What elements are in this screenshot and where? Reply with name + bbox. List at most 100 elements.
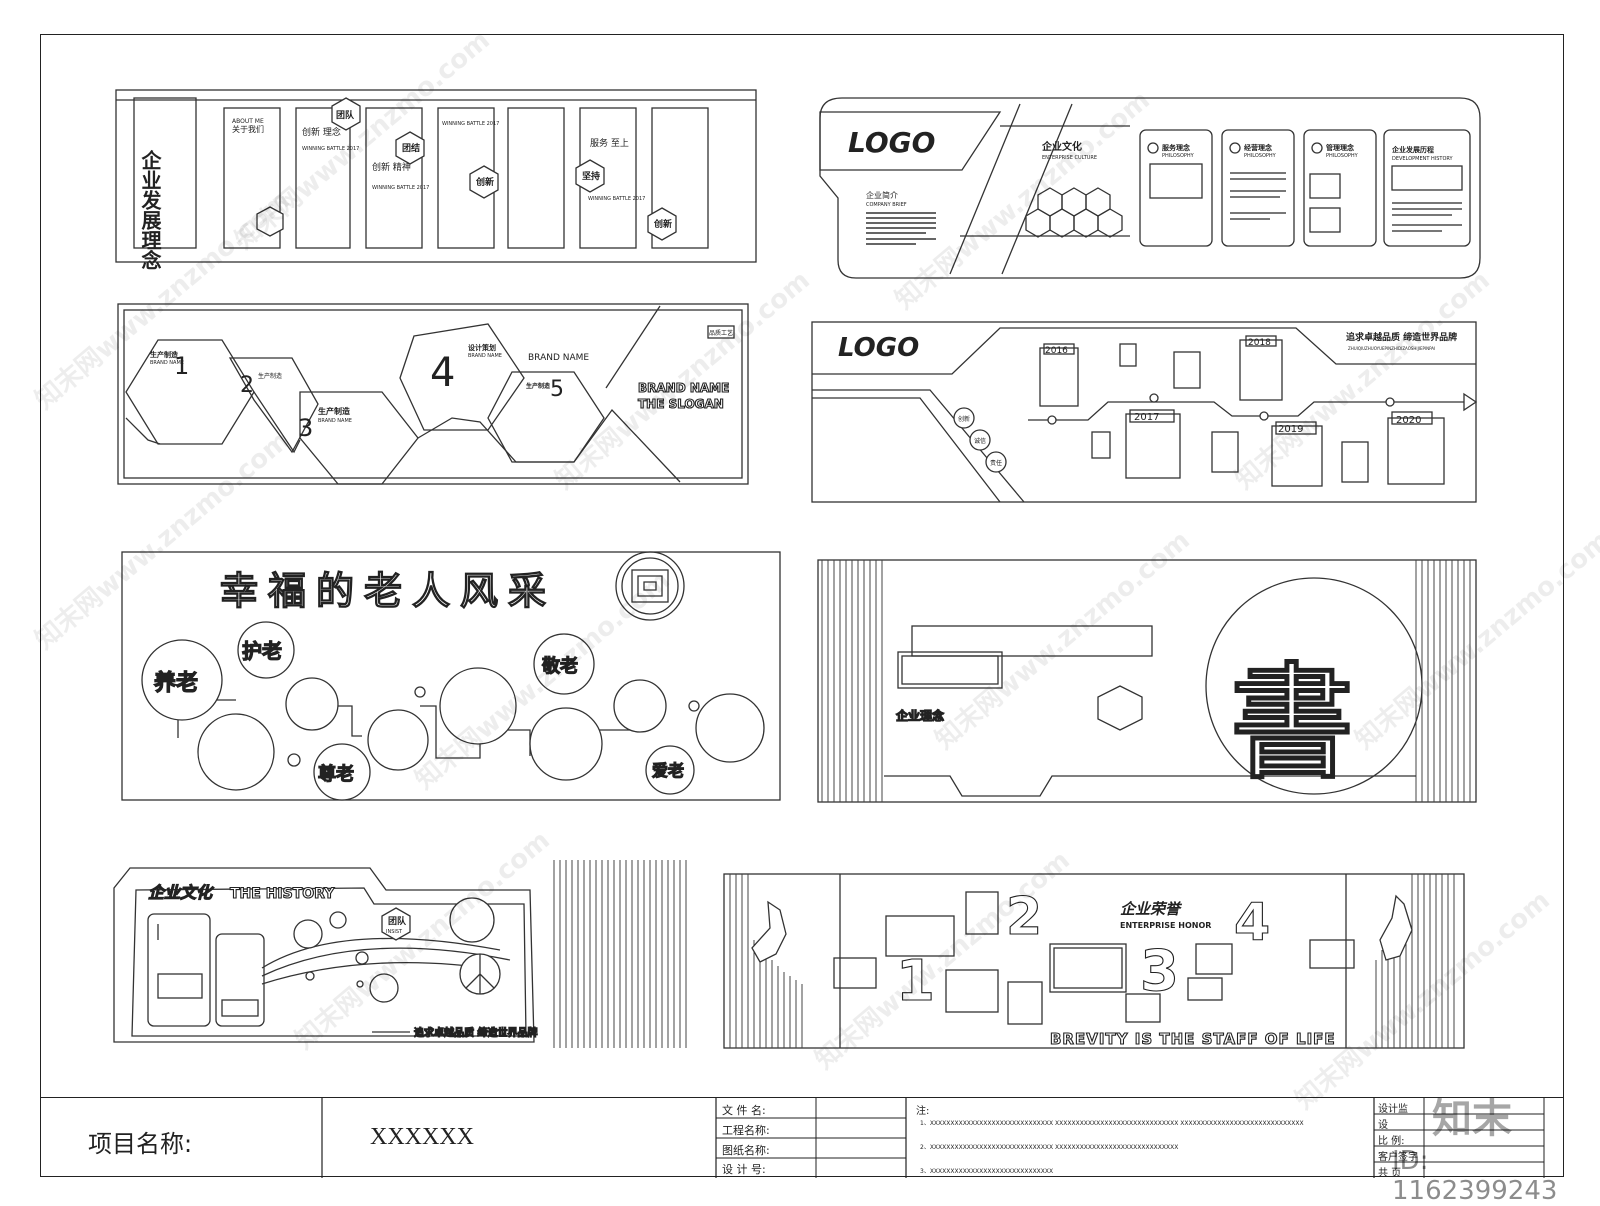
right-striped-column [1415, 560, 1471, 802]
p8-n2: 2 [1006, 887, 1042, 947]
climber-right-icon [1379, 894, 1413, 961]
p6-big-char: 書 [1230, 652, 1354, 796]
p8-title: 企业荣誉 [1120, 900, 1183, 918]
row-scale: 比 例: [1378, 1136, 1405, 1147]
p4-v1: 创新 [958, 415, 970, 423]
p4-v2: 诚信 [974, 437, 986, 445]
p1-col6-text: 服务 至上 [590, 137, 629, 149]
p1-col2-text: 创新 理念 [302, 126, 341, 138]
p1-col1-head: ABOUT ME [232, 118, 264, 125]
p4-y2020: 2020 [1396, 415, 1421, 426]
panel-brand-process: 生产制造 BRAND NAME 1 2 生产制造 3 生产制造 BRAND NA… [117, 303, 749, 485]
p1-col6-badge: 坚持 [582, 170, 600, 182]
row-client-signature: 客户签字 [1378, 1152, 1418, 1163]
hexagon-badge-icon [469, 165, 499, 199]
step-number-2: 2 [240, 373, 254, 398]
p8-motto: BREVITY IS THE STAFF OF LIFE [1050, 1030, 1336, 1048]
p3-slogan1: BRAND NAME [638, 381, 729, 395]
p1-col2-badge: 团队 [336, 109, 355, 121]
p5-c5: 爱老 [652, 761, 684, 780]
hexagon-badge-icon [395, 131, 425, 165]
seal-emblem-icon [615, 551, 685, 621]
p2-card3: 管理理念 [1326, 143, 1355, 152]
p3-step4: 设计策划 [468, 343, 496, 352]
p2-brief: 企业简介 [866, 190, 898, 200]
panel-development-concept: 企业发展理念 ABOUT ME 关于我们 创新 理念 WINNING BATTL… [115, 89, 757, 270]
p4-y2017: 2017 [1134, 412, 1159, 423]
p4-y2016: 2016 [1045, 346, 1068, 356]
project-label: 项目名称: [88, 1130, 193, 1158]
project-value: XXXXXX [370, 1124, 474, 1150]
p2-card1-en: PHILOSOPHY [1162, 153, 1195, 159]
p3-step1-en: BRAND NAME [150, 360, 184, 366]
panel-enterprise-honor: 1 2 3 4 企业荣誉 ENTERPRISE HONOR BREVITY IS… [723, 873, 1465, 1049]
panel-book-wall: 企业理念 書 [817, 559, 1477, 803]
p1-col7-badge: 创新 [653, 218, 672, 230]
p5-title: 幸福的老人风采 [220, 569, 556, 613]
step-number-5: 5 [550, 377, 564, 402]
panel-history: 企业文化 THE HISTORY 团队 INSIST 追求卓越品质 缔造世界品牌 [113, 860, 687, 1048]
p5-c2: 护老 [242, 639, 282, 663]
p7-badge: 团队 [388, 915, 407, 927]
brand-logo: 知末 [1432, 1096, 1512, 1142]
philosophy-icon [1229, 142, 1241, 154]
p2-card3-en: PHILOSOPHY [1326, 153, 1359, 159]
p2-brief-en: COMPANY BRIEF [866, 202, 907, 208]
philosophy-icon [1147, 142, 1159, 154]
p5-c3: 尊老 [318, 763, 354, 785]
p4-slogan: 追求卓越品质 缔造世界品牌 [1346, 331, 1457, 343]
hexagon-badge-icon [575, 159, 605, 193]
philosophy-icon [1311, 142, 1323, 154]
p7-title-en: THE HISTORY [230, 886, 335, 902]
row-design-supervisor: 设计监 [1378, 1104, 1408, 1115]
p1-col3-badge: 团结 [402, 142, 420, 154]
p8-n1: 1 [896, 949, 935, 1014]
p1-col1-head2: 关于我们 [232, 124, 264, 134]
step-number-3: 3 [298, 414, 313, 442]
p1-col3-text: 创新 精神 [372, 161, 411, 173]
striped-column [553, 860, 687, 1048]
p1-col4-badge: 创新 [475, 176, 494, 188]
p4-v3: 责任 [990, 459, 1002, 467]
p3-brand: BRAND NAME [528, 353, 589, 363]
p3-step1: 生产制造 [150, 350, 179, 359]
p1-col4-head: WINNING BATTLE 2017 [442, 121, 499, 127]
p8-title-en: ENTERPRISE HONOR [1120, 921, 1211, 930]
p2-history: 企业发展历程 [1391, 145, 1434, 154]
p2-history-en: DEVELOPMENT HISTORY [1392, 156, 1454, 162]
title-block: 项目名称: XXXXXX 文 件 名: 工程名称: 图纸名称: 设 计 号: 注… [40, 1096, 1564, 1206]
design-no-label: 设 计 号: [722, 1163, 766, 1176]
panel-elderly-style: 幸福的老人风采 养老 护老 尊老 敬老 爱老 [121, 551, 781, 801]
p2-culture-en: ENTERPRISE CULTURE [1042, 155, 1097, 161]
hexagon-badge-icon [381, 907, 411, 941]
p8-n4: 4 [1234, 893, 1270, 953]
p3-step3: 生产制造 [318, 406, 350, 416]
step-number-4: 4 [430, 350, 455, 396]
p5-c4: 敬老 [541, 655, 578, 677]
note-3: 3、XXXXXXXXXXXXXXXXXXXXXXXXXXXXXX [920, 1168, 1054, 1175]
p2-culture: 企业文化 [1041, 140, 1082, 153]
hexagon-badge-icon [331, 97, 361, 131]
p6-label: 企业理念 [895, 708, 944, 723]
p1-title: 企业发展理念 [138, 149, 162, 270]
p3-step2: 生产制造 [258, 372, 282, 380]
p3-slogan2: THE SLOGAN [638, 397, 724, 411]
step-number-1: 1 [174, 352, 189, 380]
hexagon-icon [256, 206, 284, 237]
p2-card1: 服务理念 [1162, 143, 1191, 152]
notes-label: 注: [916, 1106, 930, 1117]
climber-left-icon [751, 900, 787, 963]
p4-y2019: 2019 [1278, 424, 1303, 435]
p1-col6-sub: WINNING BATTLE 2017 [588, 196, 645, 202]
row-pages: 共 页 [1378, 1168, 1402, 1179]
p2-card2-en: PHILOSOPHY [1244, 153, 1277, 159]
p5-c1: 养老 [153, 670, 198, 696]
p2-card2: 经营理念 [1244, 143, 1273, 152]
p7-badge-sub: INSIST [386, 929, 403, 935]
file-name-label: 文 件 名: [722, 1104, 766, 1117]
note-2: 2、XXXXXXXXXXXXXXXXXXXXXXXXXXXXXX XXXXXXX… [920, 1144, 1179, 1151]
note-1: 1、XXXXXXXXXXXXXXXXXXXXXXXXXXXXXX XXXXXXX… [920, 1120, 1304, 1127]
image-id: ID: 1162399243 [1392, 1146, 1558, 1206]
hexagon-icon [1097, 685, 1143, 731]
